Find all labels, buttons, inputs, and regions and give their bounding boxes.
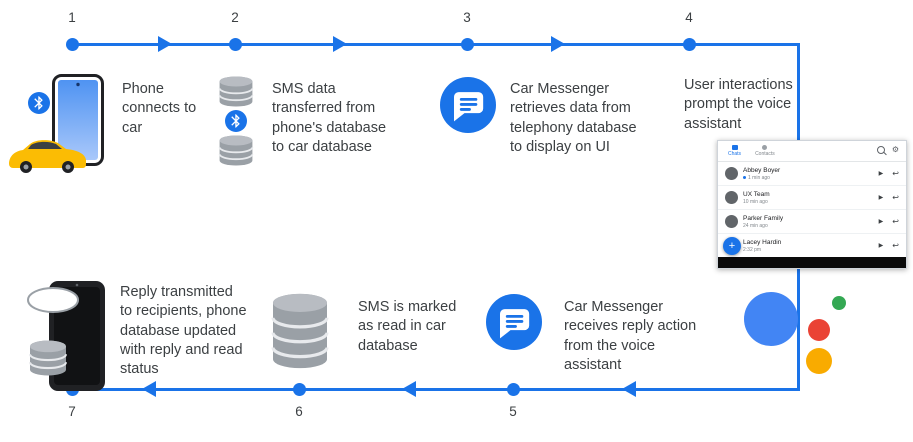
chat-time: 10 min ago bbox=[743, 198, 768, 205]
step-label-5: Car Messenger receives reply action from… bbox=[564, 299, 697, 373]
chat-actions: ▶ ↩ bbox=[878, 216, 899, 226]
database-icon bbox=[217, 135, 255, 166]
database-icon bbox=[28, 340, 68, 376]
step-dot-3 bbox=[461, 38, 474, 51]
arrow-left-icon bbox=[622, 381, 636, 397]
play-icon[interactable]: ▶ bbox=[878, 243, 884, 249]
assistant-blue-circle-icon bbox=[744, 292, 798, 346]
step-label-7: Reply transmitted to recipients, phone d… bbox=[120, 284, 247, 378]
chat-time: 2:32 pm bbox=[743, 246, 762, 253]
car-ui-nav-bar bbox=[718, 257, 906, 268]
assistant-yellow-circle-icon bbox=[806, 348, 832, 374]
arrow-right-icon bbox=[333, 36, 347, 52]
step-label-4: User interactions prompt the voice assis… bbox=[684, 77, 793, 132]
step-label-6: SMS is marked as read in car database bbox=[358, 299, 457, 354]
car-ui-header: Chats Contacts ⚙ bbox=[718, 141, 906, 162]
arrow-right-icon bbox=[158, 36, 172, 52]
chat-meta: 2:32 pm bbox=[743, 247, 781, 253]
database-icon bbox=[270, 293, 330, 369]
reply-icon[interactable]: ↩ bbox=[892, 216, 899, 226]
flow-line-bottom bbox=[72, 388, 800, 391]
play-icon[interactable]: ▶ bbox=[878, 171, 884, 177]
step-label-2: SMS data transferred from phone's databa… bbox=[272, 81, 387, 155]
arrow-right-icon bbox=[551, 36, 565, 52]
person-icon bbox=[762, 145, 768, 150]
chat-actions: ▶ ↩ bbox=[878, 192, 899, 202]
settings-gear-icon[interactable]: ⚙ bbox=[891, 145, 899, 154]
chat-meta: 10 min ago bbox=[743, 199, 770, 205]
step-dot-5 bbox=[507, 383, 520, 396]
reply-icon[interactable]: ↩ bbox=[892, 192, 899, 202]
chat-list-item[interactable]: Lacey Hardin 2:32 pm ▶ ↩ bbox=[718, 234, 906, 258]
tab-chats-label: Chats bbox=[728, 151, 742, 157]
chat-texts: Abbey Boyer 1 min ago bbox=[743, 167, 780, 181]
chat-actions: ▶ ↩ bbox=[878, 240, 899, 250]
car-ui-header-actions: ⚙ bbox=[876, 145, 899, 154]
step-label-3: Car Messenger retrieves data from teleph… bbox=[510, 81, 637, 155]
step-number-1: 1 bbox=[68, 10, 76, 25]
bluetooth-icon bbox=[225, 110, 247, 132]
assistant-green-circle-icon bbox=[832, 296, 846, 310]
arrow-left-icon bbox=[142, 381, 156, 397]
play-icon[interactable]: ▶ bbox=[878, 195, 884, 201]
assistant-red-circle-icon bbox=[808, 319, 830, 341]
tab-contacts[interactable]: Contacts bbox=[755, 145, 775, 157]
step-number-3: 3 bbox=[463, 10, 471, 25]
reply-bubble-icon bbox=[26, 286, 80, 316]
chat-meta: 24 min ago bbox=[743, 223, 783, 229]
chat-name: UX Team bbox=[743, 190, 770, 198]
chat-bubble-icon bbox=[731, 145, 738, 150]
chat-texts: Parker Family 24 min ago bbox=[743, 215, 783, 229]
compose-fab[interactable]: + bbox=[723, 237, 741, 255]
play-icon[interactable]: ▶ bbox=[878, 219, 884, 225]
step-number-7: 7 bbox=[68, 404, 76, 419]
step-dot-2 bbox=[229, 38, 242, 51]
arrow-left-icon bbox=[402, 381, 416, 397]
flow-line-top bbox=[72, 43, 799, 46]
chat-texts: UX Team 10 min ago bbox=[743, 191, 770, 205]
unread-dot bbox=[743, 176, 746, 179]
chat-texts: Lacey Hardin 2:32 pm bbox=[743, 239, 781, 253]
chat-list-item[interactable]: UX Team 10 min ago ▶ ↩ bbox=[718, 186, 906, 210]
chat-name: Abbey Boyer bbox=[743, 166, 781, 174]
tab-contacts-label: Contacts bbox=[755, 151, 775, 157]
car-icon bbox=[6, 136, 90, 174]
step-number-4: 4 bbox=[685, 10, 693, 25]
car-messenger-icon bbox=[486, 294, 542, 350]
avatar bbox=[725, 167, 738, 180]
database-icon bbox=[217, 76, 255, 107]
step-dot-4 bbox=[683, 38, 696, 51]
car-messenger-icon bbox=[440, 77, 496, 133]
bluetooth-icon bbox=[28, 92, 50, 114]
reply-icon[interactable]: ↩ bbox=[892, 240, 899, 250]
avatar bbox=[725, 191, 738, 204]
reply-icon[interactable]: ↩ bbox=[892, 168, 899, 178]
step-number-5: 5 bbox=[509, 404, 517, 419]
chat-name: Lacey Hardin bbox=[743, 238, 782, 246]
car-messenger-screenshot: Chats Contacts ⚙ Abbey Boyer 1 min ago ▶… bbox=[717, 140, 907, 269]
step-label-1: Phone connects to car bbox=[122, 81, 197, 136]
chat-list-item[interactable]: Abbey Boyer 1 min ago ▶ ↩ bbox=[718, 162, 906, 186]
plus-icon: + bbox=[728, 240, 736, 252]
avatar bbox=[725, 215, 738, 228]
chat-meta: 1 min ago bbox=[743, 175, 780, 181]
chat-actions: ▶ ↩ bbox=[878, 168, 899, 178]
chat-time: 24 min ago bbox=[743, 222, 768, 229]
step-number-6: 6 bbox=[295, 404, 303, 419]
chat-time: 1 min ago bbox=[748, 174, 770, 181]
step-number-2: 2 bbox=[231, 10, 239, 25]
step-dot-6 bbox=[293, 383, 306, 396]
search-icon[interactable] bbox=[876, 146, 885, 154]
chat-list-item[interactable]: Parker Family 24 min ago ▶ ↩ bbox=[718, 210, 906, 234]
step-dot-1 bbox=[66, 38, 79, 51]
chat-name: Parker Family bbox=[743, 214, 784, 222]
tab-chats[interactable]: Chats bbox=[728, 145, 741, 157]
